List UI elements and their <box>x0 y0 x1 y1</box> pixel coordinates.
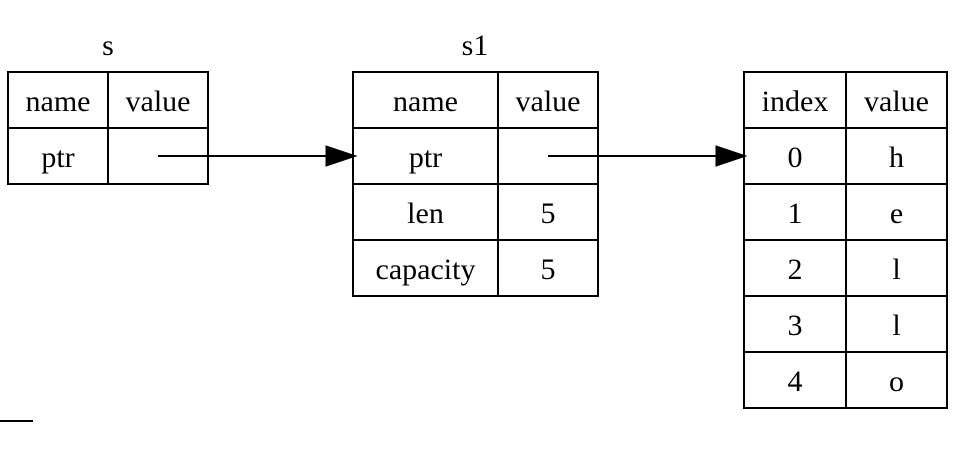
table-heap-row-0-index: 0 <box>788 141 803 174</box>
pointer-s-to-s1 <box>158 145 358 167</box>
table-heap-header-index: index <box>762 85 829 118</box>
table-s1-row-1-value: 5 <box>541 197 556 230</box>
table-heap-row-1-value: e <box>890 197 903 230</box>
pointer-s1-arrowhead <box>715 145 748 167</box>
table-heap-row-2-value: l <box>892 253 900 286</box>
table-heap: index value 0 h 1 e 2 l 3 l 4 o <box>743 71 948 409</box>
table-s-header-name: name <box>26 85 91 118</box>
table-s1-row-2-value-cell <box>497 239 599 297</box>
table-heap-row-0-value: h <box>889 141 904 174</box>
table-s1-header-name: name <box>393 85 458 118</box>
pointer-s1-to-heap <box>548 145 748 167</box>
table-heap-row-4-index: 4 <box>788 365 803 398</box>
table-s1-header-value: value <box>516 85 581 118</box>
table-heap-row-1-value-cell <box>845 183 948 241</box>
table-s1-header-value-cell <box>497 71 599 129</box>
table-heap-row-2-index-cell <box>743 239 847 297</box>
table-s-header-value-cell <box>107 71 209 129</box>
table-heap-row-3-index-cell <box>743 295 847 353</box>
table-heap-row-2-index: 2 <box>788 253 803 286</box>
table-s: s name value ptr <box>7 29 209 185</box>
table-heap-row-3-value: l <box>892 309 900 342</box>
table-s-row-0-name: ptr <box>41 141 74 174</box>
table-s1: s1 name value ptr len 5 capacity 5 <box>352 29 599 297</box>
table-heap-row-3-value-cell <box>845 295 948 353</box>
table-heap-row-4-value: o <box>889 365 904 398</box>
table-heap-row-0-value-cell <box>845 127 948 185</box>
table-heap-row-2-value-cell <box>845 239 948 297</box>
table-heap-header-value-cell <box>845 71 948 129</box>
table-s-row-0-name-cell <box>7 127 109 185</box>
table-s1-row-1-value-cell <box>497 183 599 241</box>
pointer-s-arrowhead <box>325 145 358 167</box>
table-heap-row-3-index: 3 <box>788 309 803 342</box>
table-heap-header-value: value <box>864 85 929 118</box>
table-heap-row-4-value-cell <box>845 351 948 409</box>
table-heap-row-1-index-cell <box>743 183 847 241</box>
table-s1-row-1-name: len <box>407 197 444 230</box>
table-s-label: s <box>102 29 114 62</box>
table-heap-row-1-index: 1 <box>788 197 803 230</box>
table-s1-row-2-name: capacity <box>376 253 476 286</box>
table-s1-label: s1 <box>462 29 489 62</box>
table-s-header-value: value <box>126 85 191 118</box>
table-heap-row-4-index-cell <box>743 351 847 409</box>
table-s-header-name-cell <box>7 71 109 129</box>
table-s1-row-0-name: ptr <box>409 141 442 174</box>
table-s1-row-2-value: 5 <box>541 253 556 286</box>
